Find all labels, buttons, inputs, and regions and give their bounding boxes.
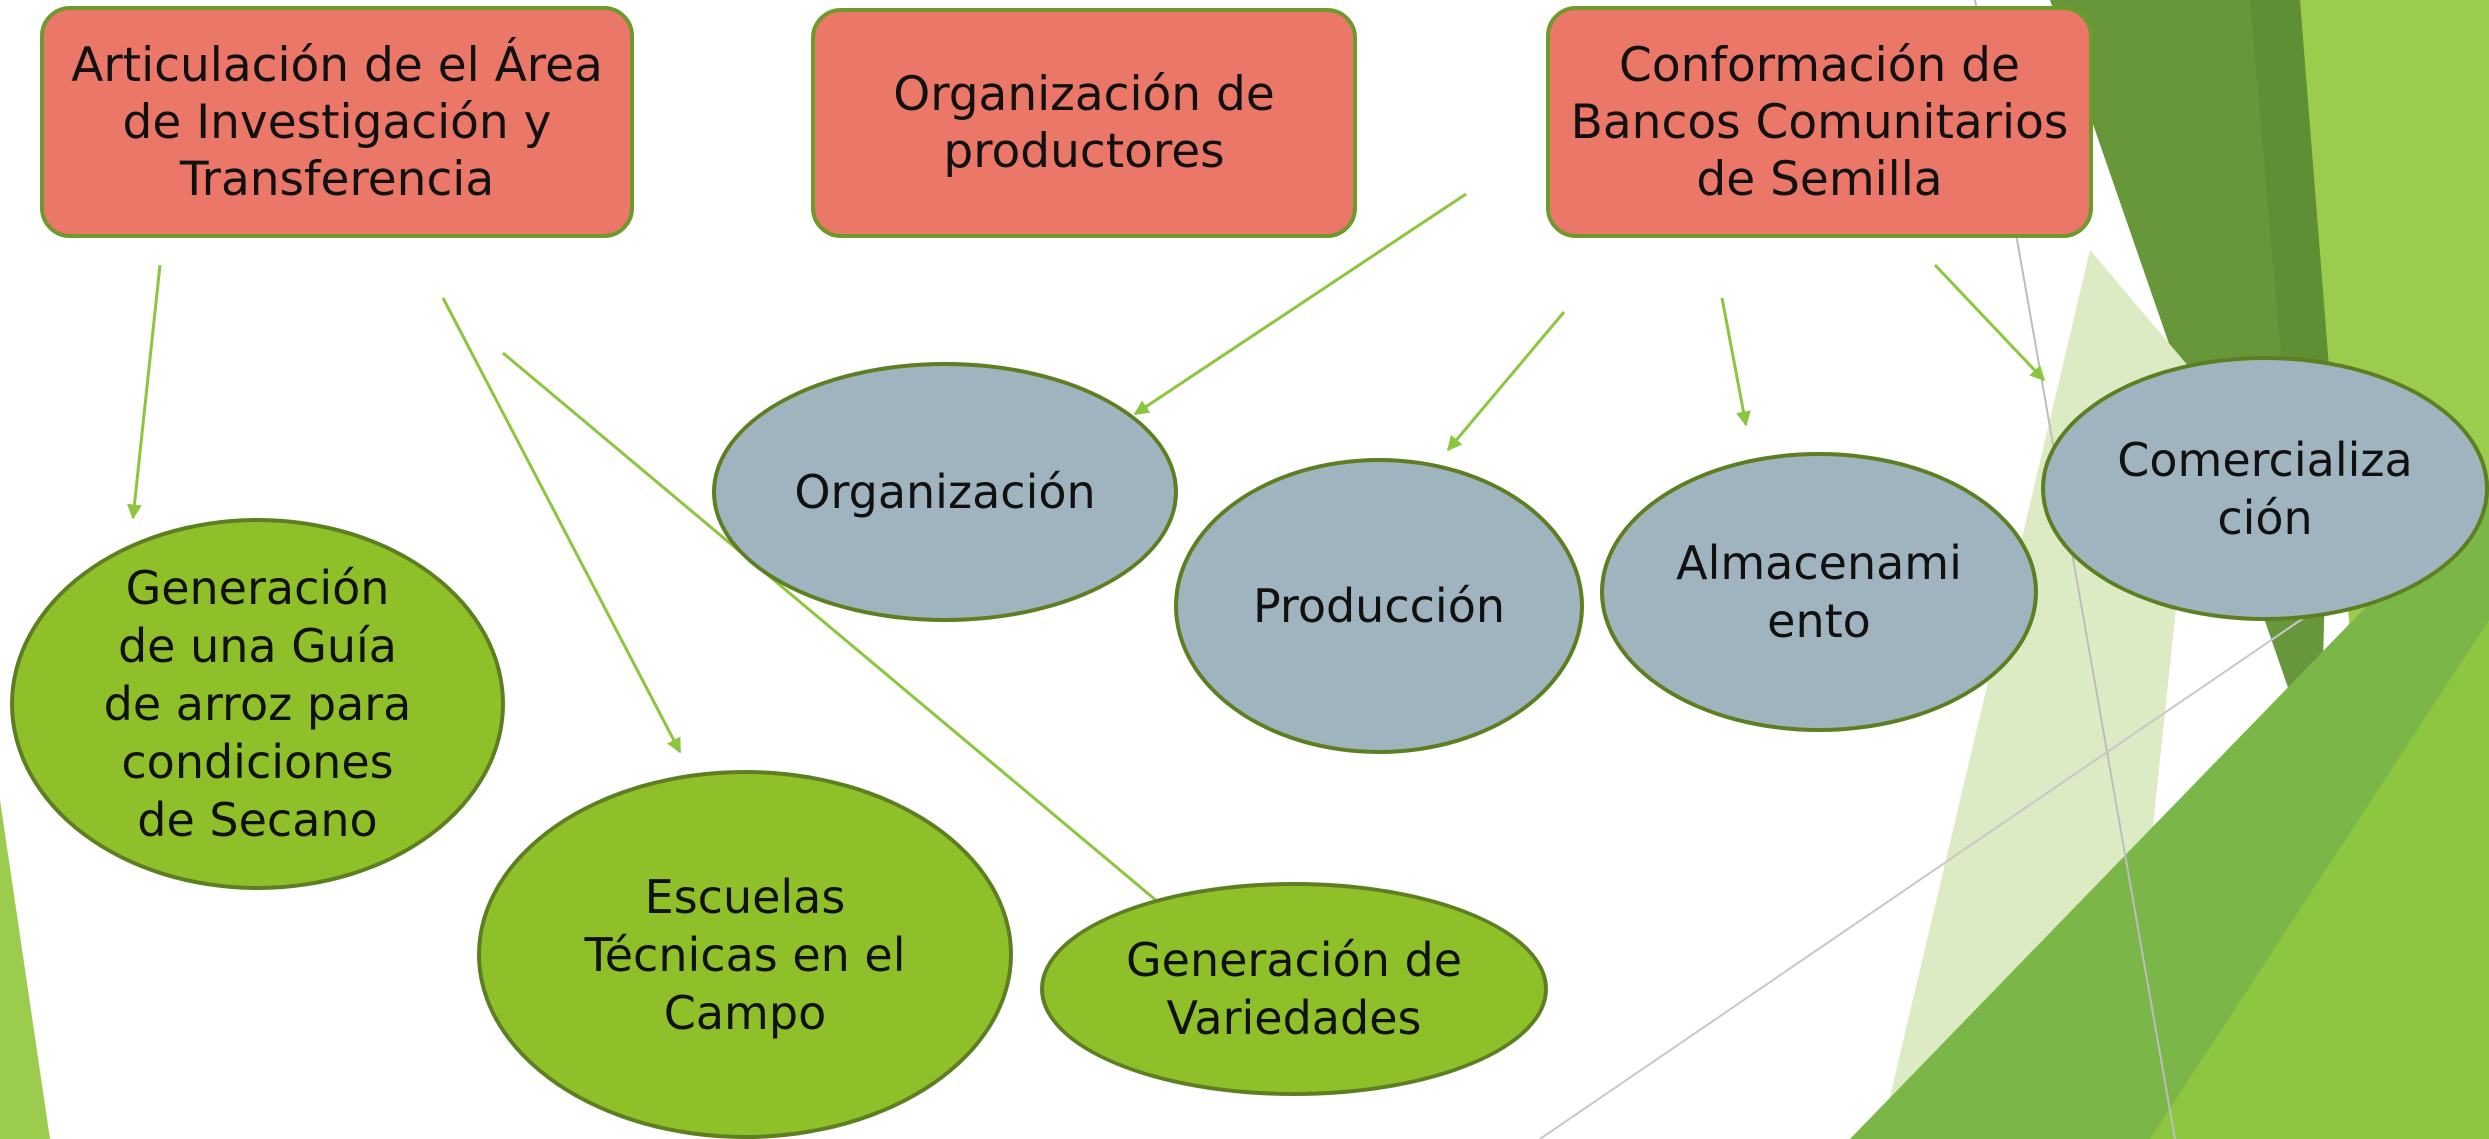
- node-produccion: Producción: [1174, 458, 1584, 754]
- node-escuelas: Escuelas Técnicas en el Campo: [477, 770, 1013, 1139]
- node-organizacion-label: Organización: [794, 465, 1096, 519]
- bg-thin-line-2: [1539, 599, 2331, 1139]
- header-bancos: Conformación de Bancos Comunitarios de S…: [1546, 6, 2093, 238]
- node-guia: Generación de una Guía de arroz para con…: [10, 518, 505, 890]
- header-bancos-label: Conformación de Bancos Comunitarios de S…: [1570, 37, 2069, 207]
- node-almacenamiento: Almacenami ento: [1600, 452, 2038, 732]
- header-productores-label: Organización de productores: [893, 67, 1275, 179]
- node-variedades-label: Generación de Variedades: [1126, 933, 1462, 1045]
- node-produccion-label: Producción: [1253, 579, 1505, 633]
- header-investigacion-label: Articulación de el Área de Investigación…: [71, 37, 603, 207]
- bg-shape-left: [0, 800, 50, 1139]
- bg-shape-bottom-bright: [2150, 620, 2489, 1139]
- node-almacenamiento-label: Almacenami ento: [1676, 536, 1962, 648]
- header-productores: Organización de productores: [811, 8, 1357, 238]
- node-variedades: Generación de Variedades: [1040, 882, 1548, 1096]
- header-investigacion: Articulación de el Área de Investigación…: [40, 6, 634, 238]
- node-escuelas-label: Escuelas Técnicas en el Campo: [584, 869, 906, 1040]
- node-comercializacion: Comercializa ción: [2041, 356, 2489, 621]
- node-organizacion: Organización: [712, 362, 1178, 622]
- node-guia-label: Generación de una Guía de arroz para con…: [103, 561, 412, 847]
- node-comercializacion-label: Comercializa ción: [2117, 432, 2413, 545]
